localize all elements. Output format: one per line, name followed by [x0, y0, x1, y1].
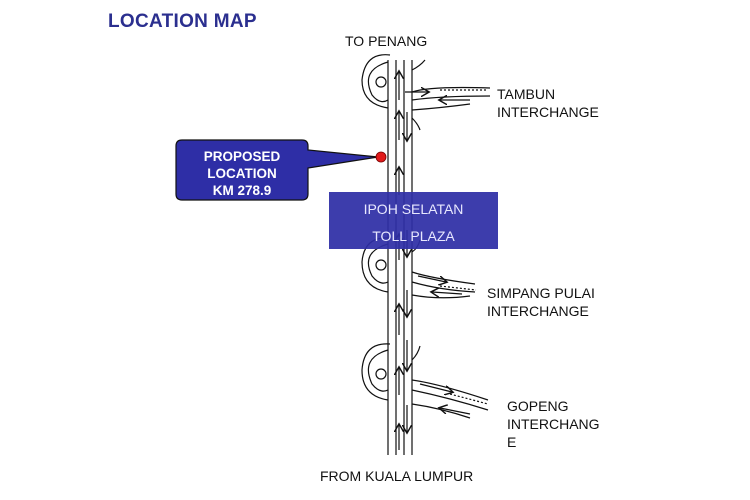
south-label: FROM KUALA LUMPUR [320, 468, 474, 484]
main-highway [387, 60, 413, 455]
gopeng-label-line-1: GOPENG [507, 398, 569, 414]
simpang-pulai-label-line-2: INTERCHANGE [487, 303, 589, 319]
gopeng-interchange [361, 343, 489, 419]
callout-line-1: PROPOSED [203, 149, 281, 164]
toll-plaza-type: TOLL PLAZA [372, 228, 455, 244]
north-label: TO PENANG [345, 33, 428, 49]
tambun-label-line-2: INTERCHANGE [497, 104, 599, 120]
proposed-location-marker [375, 151, 387, 163]
traffic-arrows [399, 72, 407, 450]
toll-plaza-name: IPOH SELATAN [363, 201, 464, 217]
gopeng-label: GOPENG INTERCHANG E [507, 397, 600, 451]
simpang-pulai-label: SIMPANG PULAI INTERCHANGE [487, 284, 595, 320]
toll-plaza-box [329, 192, 498, 249]
tambun-interchange [361, 54, 491, 131]
gopeng-label-line-2: INTERCHANG [507, 416, 600, 432]
map-title: LOCATION MAP [108, 11, 257, 32]
tambun-label-line-1: TAMBUN [497, 86, 556, 102]
callout-line-3: KM 278.9 [212, 183, 272, 198]
tambun-label: TAMBUN INTERCHANGE [497, 85, 599, 121]
gopeng-label-line-3: E [507, 434, 517, 450]
location-callout [175, 139, 379, 201]
callout-text: PROPOSED LOCATION KM 278.9 [178, 148, 306, 199]
simpang-pulai-label-line-1: SIMPANG PULAI [487, 285, 595, 301]
callout-line-2: LOCATION [207, 166, 277, 181]
